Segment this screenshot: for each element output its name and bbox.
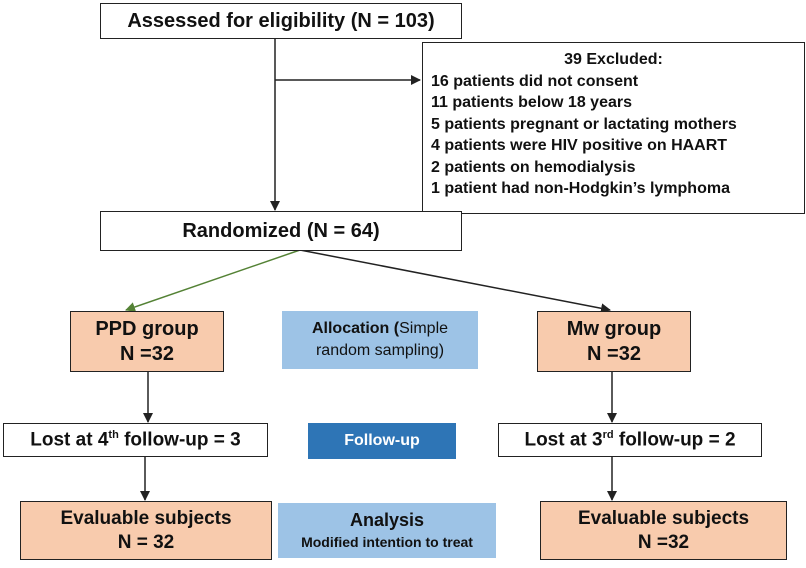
ppd-group-box: PPD group N =32 (70, 311, 224, 372)
allocation-line: Allocation (Simple random sampling) (283, 318, 477, 362)
randomized-label: Randomized (N = 64) (182, 219, 380, 242)
lost-right-box: Lost at 3rd follow-up = 2 (498, 423, 762, 457)
allocation-paren: ( (393, 320, 400, 337)
analysis-box: Analysis Modified intention to treat (278, 503, 496, 558)
ppd-group-n: N =32 (120, 342, 174, 365)
lost-left-box: Lost at 4th follow-up = 3 (3, 423, 268, 457)
lost-right-post: follow-up = 2 (613, 429, 736, 451)
evaluable-left-box: Evaluable subjects N = 32 (20, 501, 272, 560)
allocation-label: Allocation (311, 320, 390, 337)
allocation-box: Allocation (Simple random sampling) (282, 311, 478, 369)
analysis-title: Analysis (349, 509, 425, 530)
mw-group-name: Mw group (566, 317, 662, 340)
lost-left-sup: th (108, 428, 119, 441)
excluded-item: 4 patients were HIV positive on HAART (431, 137, 728, 154)
excluded-item: 16 patients did not consent (431, 72, 639, 90)
excluded-item: 2 patients on hemodialysis (431, 158, 636, 176)
ppd-group-name: PPD group (95, 317, 199, 340)
analysis-subtitle: Modified intention to treat (301, 533, 473, 550)
lost-left-pre: Lost at 4 (30, 429, 109, 451)
evaluable-left-title: Evaluable subjects (60, 507, 232, 529)
excluded-item: 1 patient had non-Hodgkin’s lymphoma (431, 180, 730, 197)
arrow-randomized-to-ppd (125, 249, 301, 312)
excluded-box: 39 Excluded: 16 patients did not consent… (422, 42, 805, 214)
lost-left-post: follow-up = 3 (118, 429, 241, 451)
evaluable-right-box: Evaluable subjects N =32 (540, 501, 787, 560)
excluded-item: 5 patients pregnant or lactating mothers (431, 115, 737, 133)
evaluable-left-n: N = 32 (117, 531, 175, 553)
lost-right-sup: rd (602, 428, 614, 441)
excluded-title: 39 Excluded: (564, 51, 663, 68)
lost-right-label: Lost at 3rd follow-up = 2 (524, 429, 735, 451)
mw-group-box: Mw group N =32 (537, 311, 691, 372)
lost-left-label: Lost at 4th follow-up = 3 (30, 429, 240, 451)
randomized-box: Randomized (N = 64) (100, 211, 462, 251)
excluded-item: 11 patients below 18 years (431, 94, 632, 111)
evaluable-right-n: N =32 (637, 531, 690, 553)
assessed-label: Assessed for eligibility (N = 103) (127, 9, 435, 32)
allocation-method: Simple random sampling) (315, 320, 449, 359)
followup-label: Follow-up (344, 432, 420, 449)
followup-box: Follow-up (308, 423, 456, 459)
assessed-box: Assessed for eligibility (N = 103) (100, 3, 462, 39)
evaluable-right-title: Evaluable subjects (577, 507, 750, 529)
lost-right-pre: Lost at 3 (524, 429, 603, 451)
mw-group-n: N =32 (587, 342, 641, 365)
arrow-randomized-to-mw (299, 249, 611, 314)
